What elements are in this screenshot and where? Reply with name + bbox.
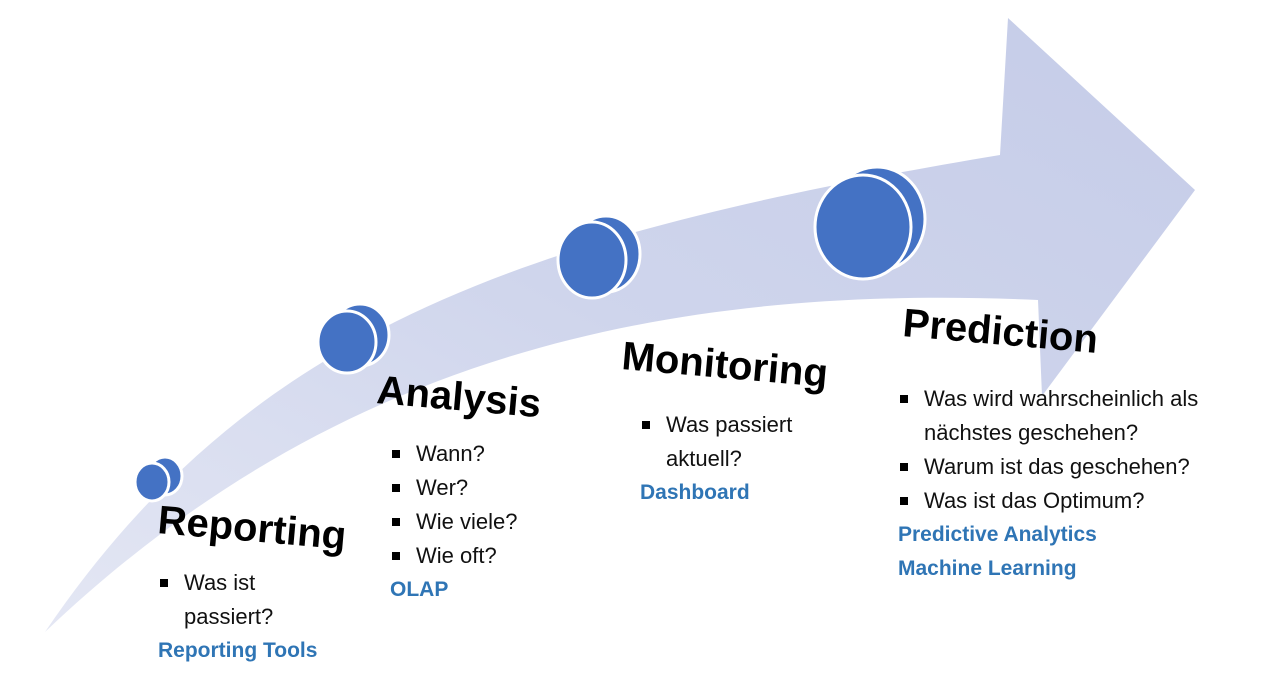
bullet-item: Was wird wahrscheinlich als nächstes ges… xyxy=(898,382,1224,450)
bullet-item: Wann? xyxy=(390,437,590,471)
bullet-item: Was passiert aktuell? xyxy=(640,408,826,476)
stage-analysis: Analysis xyxy=(375,368,543,426)
bullet-list: Was wird wahrscheinlich als nächstes ges… xyxy=(898,382,1258,518)
tool-label: OLAP xyxy=(390,578,449,601)
bullet-item: Warum ist das geschehen? xyxy=(898,450,1258,484)
bullet-item: Was ist das Optimum? xyxy=(898,484,1258,518)
bullet-item: Wie oft? xyxy=(390,539,590,573)
stage-reporting: Reporting xyxy=(156,498,348,558)
tool-label: Reporting Tools xyxy=(158,639,318,662)
tool-label: Dashboard xyxy=(640,481,750,504)
bullet-list: Wann? Wer? Wie viele? Wie oft? xyxy=(390,437,590,573)
bullet-item: Wie viele? xyxy=(390,505,590,539)
bullet-list: Was passiert aktuell? xyxy=(640,408,860,476)
stage-monitoring: Monitoring xyxy=(620,334,830,396)
disk-icon-medium xyxy=(316,302,391,375)
disk-icon-large xyxy=(556,214,642,300)
bullet-item: Wer? xyxy=(390,471,590,505)
disk-icon-xlarge xyxy=(813,165,927,281)
stage-reporting-details: Was ist passiert? Reporting Tools xyxy=(158,566,358,668)
bullet-item: Was ist passiert? xyxy=(158,566,294,634)
stage-prediction: Prediction xyxy=(901,301,1100,362)
disk-icon-small xyxy=(133,455,184,503)
tool-label: Predictive Analytics xyxy=(898,523,1097,546)
stage-analysis-details: Wann? Wer? Wie viele? Wie oft? OLAP xyxy=(390,437,590,607)
bullet-list: Was ist passiert? xyxy=(158,566,358,634)
stage-prediction-details: Was wird wahrscheinlich als nächstes ges… xyxy=(898,382,1258,586)
tool-label: Machine Learning xyxy=(898,557,1077,580)
arrow-body xyxy=(45,18,1195,632)
stage-monitoring-details: Was passiert aktuell? Dashboard xyxy=(640,408,860,510)
